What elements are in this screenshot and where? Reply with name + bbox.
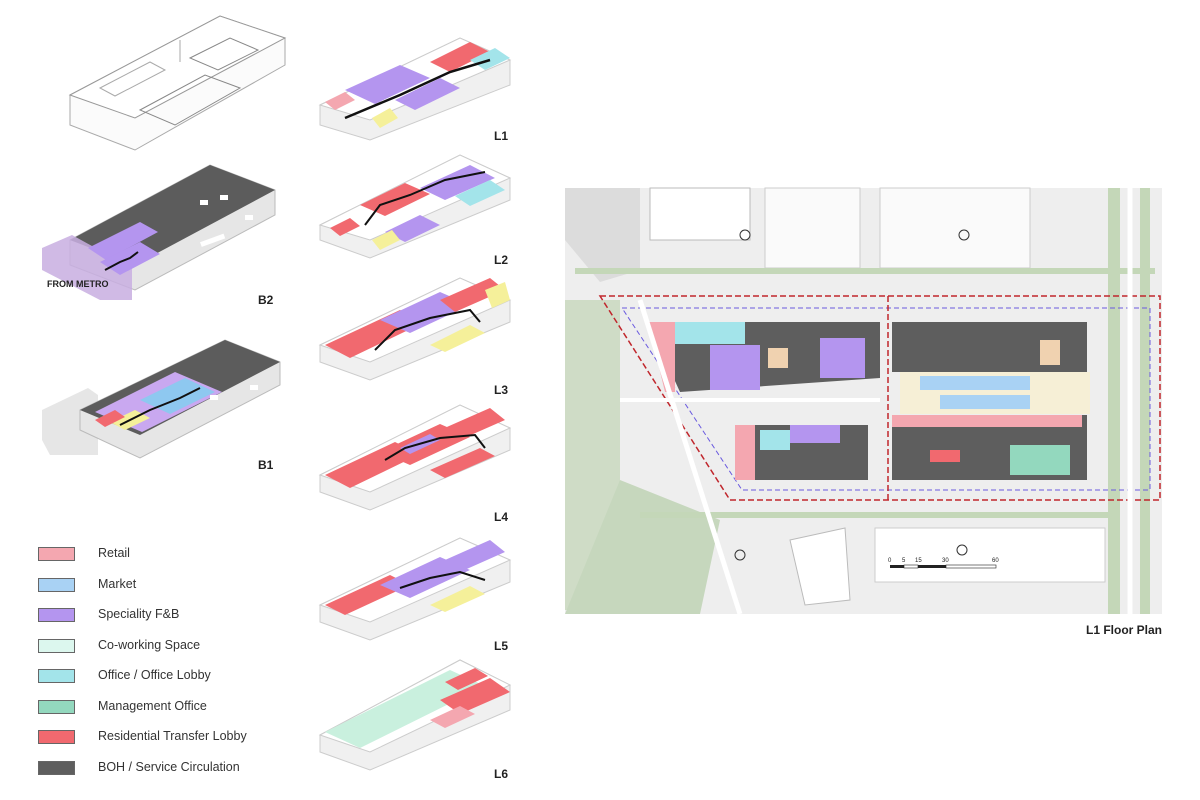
legend-swatch bbox=[38, 760, 75, 775]
legend-swatch bbox=[38, 638, 75, 653]
legend-label: Residential Transfer Lobby bbox=[98, 729, 247, 743]
scale-tick-15: 15 bbox=[915, 558, 922, 564]
l6-axo bbox=[318, 659, 512, 771]
legend-swatch bbox=[38, 699, 75, 714]
l1-axo bbox=[318, 37, 512, 141]
level-label-l1: L1 bbox=[494, 129, 509, 143]
legend-item-management-office: Management Office bbox=[38, 695, 298, 726]
legend-label: Speciality F&B bbox=[98, 607, 180, 621]
legend-swatch bbox=[38, 730, 75, 744]
legend-swatch bbox=[38, 547, 75, 561]
scale-tick-30: 30 bbox=[942, 558, 949, 564]
l4-axo bbox=[318, 404, 512, 511]
legend-item-retail: Retail bbox=[38, 542, 298, 573]
legend: Retail Market Speciality F&B Co-working … bbox=[38, 542, 298, 786]
legend-item-coworking: Co-working Space bbox=[38, 634, 298, 665]
legend-swatch bbox=[38, 577, 75, 592]
l5-axo bbox=[318, 537, 512, 641]
level-label-l6: L6 bbox=[494, 767, 509, 781]
l1-floor-plan bbox=[565, 187, 1162, 615]
legend-label: BOH / Service Circulation bbox=[98, 759, 240, 774]
b2-axo bbox=[42, 164, 276, 300]
legend-label: Market bbox=[98, 576, 137, 591]
scale-tick-0: 0 bbox=[888, 558, 892, 564]
legend-item-office: Office / Office Lobby bbox=[38, 664, 298, 695]
l3-axo bbox=[318, 277, 512, 381]
floor-plan-caption: L1 Floor Plan bbox=[1086, 623, 1163, 637]
level-label-l3: L3 bbox=[494, 383, 509, 397]
level-label-b1: B1 bbox=[258, 458, 274, 472]
legend-item-speciality-fnb: Speciality F&B bbox=[38, 603, 298, 634]
legend-label: Retail bbox=[98, 546, 130, 560]
scale-tick-5: 5 bbox=[902, 558, 906, 564]
scale-bar: 0 5 15 30 60 bbox=[888, 558, 999, 569]
legend-label: Office / Office Lobby bbox=[98, 668, 211, 682]
level-label-l4: L4 bbox=[494, 510, 509, 524]
legend-label: Management Office bbox=[98, 698, 207, 713]
ground-level-axo bbox=[68, 15, 287, 151]
level-label-b2: B2 bbox=[258, 293, 274, 307]
level-label-l5: L5 bbox=[494, 639, 509, 653]
b1-axo bbox=[42, 339, 281, 459]
legend-label: Co-working Space bbox=[98, 637, 201, 652]
from-metro-label: FROM METRO bbox=[47, 279, 109, 289]
level-label-l2: L2 bbox=[494, 253, 509, 267]
legend-swatch bbox=[38, 669, 75, 683]
legend-item-boh: BOH / Service Circulation bbox=[38, 756, 298, 787]
legend-swatch bbox=[38, 608, 75, 622]
scale-tick-60: 60 bbox=[992, 558, 999, 564]
legend-item-residential-transfer-lobby: Residential Transfer Lobby bbox=[38, 725, 298, 756]
legend-item-market: Market bbox=[38, 573, 298, 604]
l2-axo bbox=[318, 154, 512, 259]
